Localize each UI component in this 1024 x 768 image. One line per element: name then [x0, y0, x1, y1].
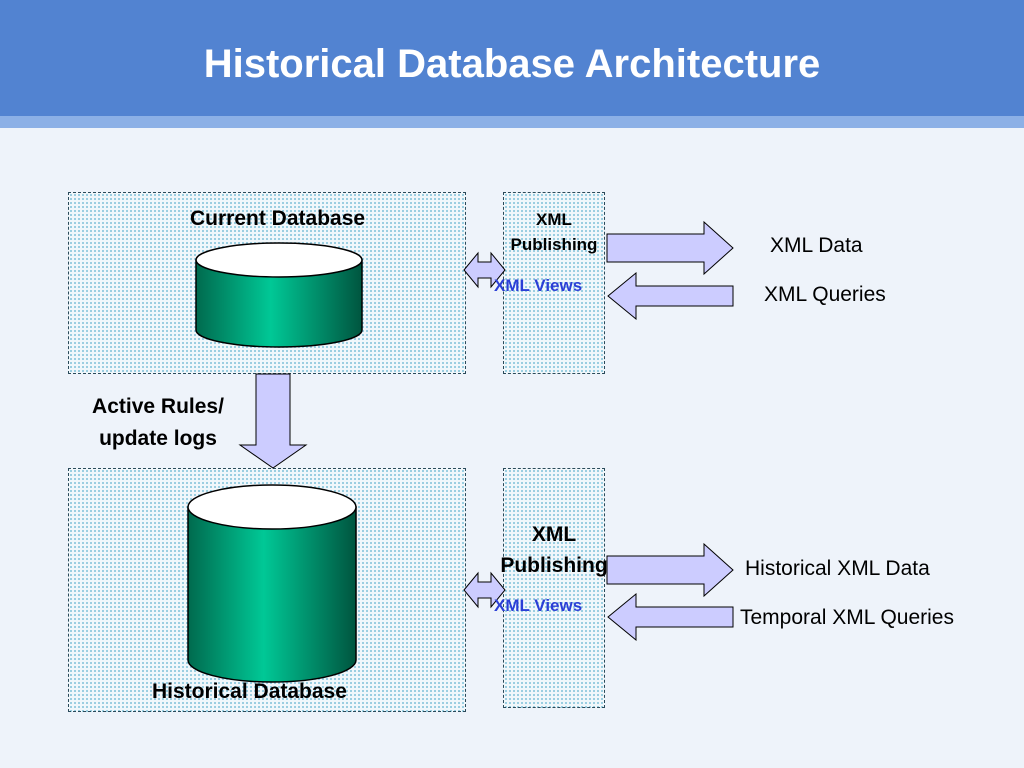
xml-queries-label: XML Queries [764, 283, 886, 306]
current-database-label: Current Database [190, 207, 366, 230]
transfer-down-arrow [238, 373, 308, 469]
historical-xml-data-label: Historical XML Data [745, 557, 930, 580]
slide-header [0, 0, 1024, 116]
current-xml-publishing-label: XML Publishing [510, 210, 598, 254]
historical-xml-views-label: XML Views [494, 596, 583, 615]
xml-data-label: XML Data [770, 234, 863, 257]
historical-publishing-panel [503, 468, 605, 708]
active-rules-label: Active Rules/ update logs [92, 395, 224, 450]
historical-xml-data-arrow [606, 542, 734, 598]
historical-views-connector [463, 571, 506, 609]
xml-queries-arrow [607, 271, 734, 321]
current-views-connector [463, 251, 506, 289]
temporal-xml-queries-label: Temporal XML Queries [740, 606, 954, 629]
historical-database-cylinder [187, 484, 357, 683]
header-stripe [0, 116, 1024, 128]
temporal-xml-queries-arrow [607, 592, 734, 642]
current-publishing-panel [503, 192, 605, 374]
current-database-cylinder [195, 242, 363, 348]
historical-database-label: Historical Database [152, 680, 347, 703]
slide-title: Historical Database Architecture [203, 42, 821, 86]
xml-data-arrow [606, 220, 734, 276]
current-xml-views-label: XML Views [494, 276, 583, 295]
historical-xml-publishing-label: XML Publishing [500, 523, 608, 577]
